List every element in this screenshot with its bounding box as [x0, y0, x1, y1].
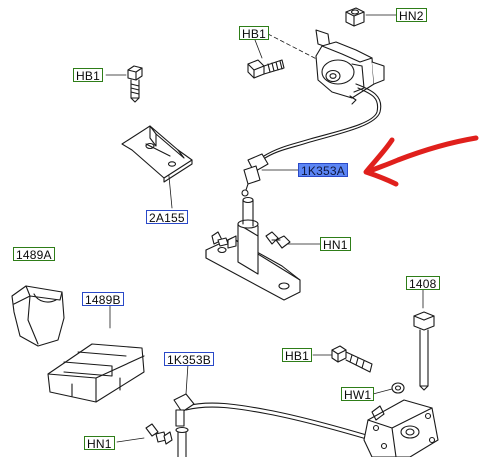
- lower-winch-assembly-drawing: [363, 399, 439, 457]
- rod-1408-drawing: [413, 311, 435, 391]
- leader-lines: [105, 14, 424, 443]
- pad-1489a-drawing: [11, 285, 65, 347]
- callout-hb1-bottom: HB1: [282, 348, 312, 363]
- callout-hb1-left: HB1: [73, 68, 103, 83]
- callout-1489a: 1489A: [13, 247, 55, 262]
- pad-1489b-drawing: [47, 343, 145, 403]
- callout-1k353a: 1K353A: [298, 163, 348, 178]
- wing-nut-bottom-drawing: [145, 423, 173, 445]
- callout-hn2: HN2: [396, 8, 427, 23]
- washer-hw1-drawing: [391, 382, 405, 394]
- lower-cable-drawing: [185, 402, 371, 441]
- bolt-hb1-top-drawing: [247, 59, 285, 79]
- bolt-hb1-left-drawing: [127, 65, 143, 103]
- upper-winch-assembly-drawing: [315, 29, 385, 105]
- callout-hn1-bottom: HN1: [84, 436, 115, 451]
- callout-1408: 1408: [406, 276, 440, 291]
- callout-hn1-mid: HN1: [320, 237, 351, 252]
- bolt-hb1-bottom-drawing: [331, 345, 373, 373]
- wing-nut-right-drawing: [265, 231, 291, 249]
- upper-cable-drawing: [261, 83, 382, 161]
- callout-1489b: 1489B: [82, 292, 124, 307]
- red-arrow-icon: [363, 135, 479, 187]
- spindle-assembly-drawing: [205, 196, 301, 301]
- nut-hn2-drawing: [345, 7, 365, 27]
- cable-hook-drawing: [241, 153, 269, 197]
- wing-nut-left-drawing: [211, 231, 237, 249]
- bracket-2a155-drawing: [121, 125, 193, 183]
- callout-1k353b: 1K353B: [164, 352, 214, 367]
- callout-2a155: 2A155: [146, 210, 188, 225]
- callout-hb1-top: HB1: [239, 26, 269, 41]
- lower-cable-end-drawing: [173, 393, 195, 457]
- callout-hw1: HW1: [341, 387, 375, 402]
